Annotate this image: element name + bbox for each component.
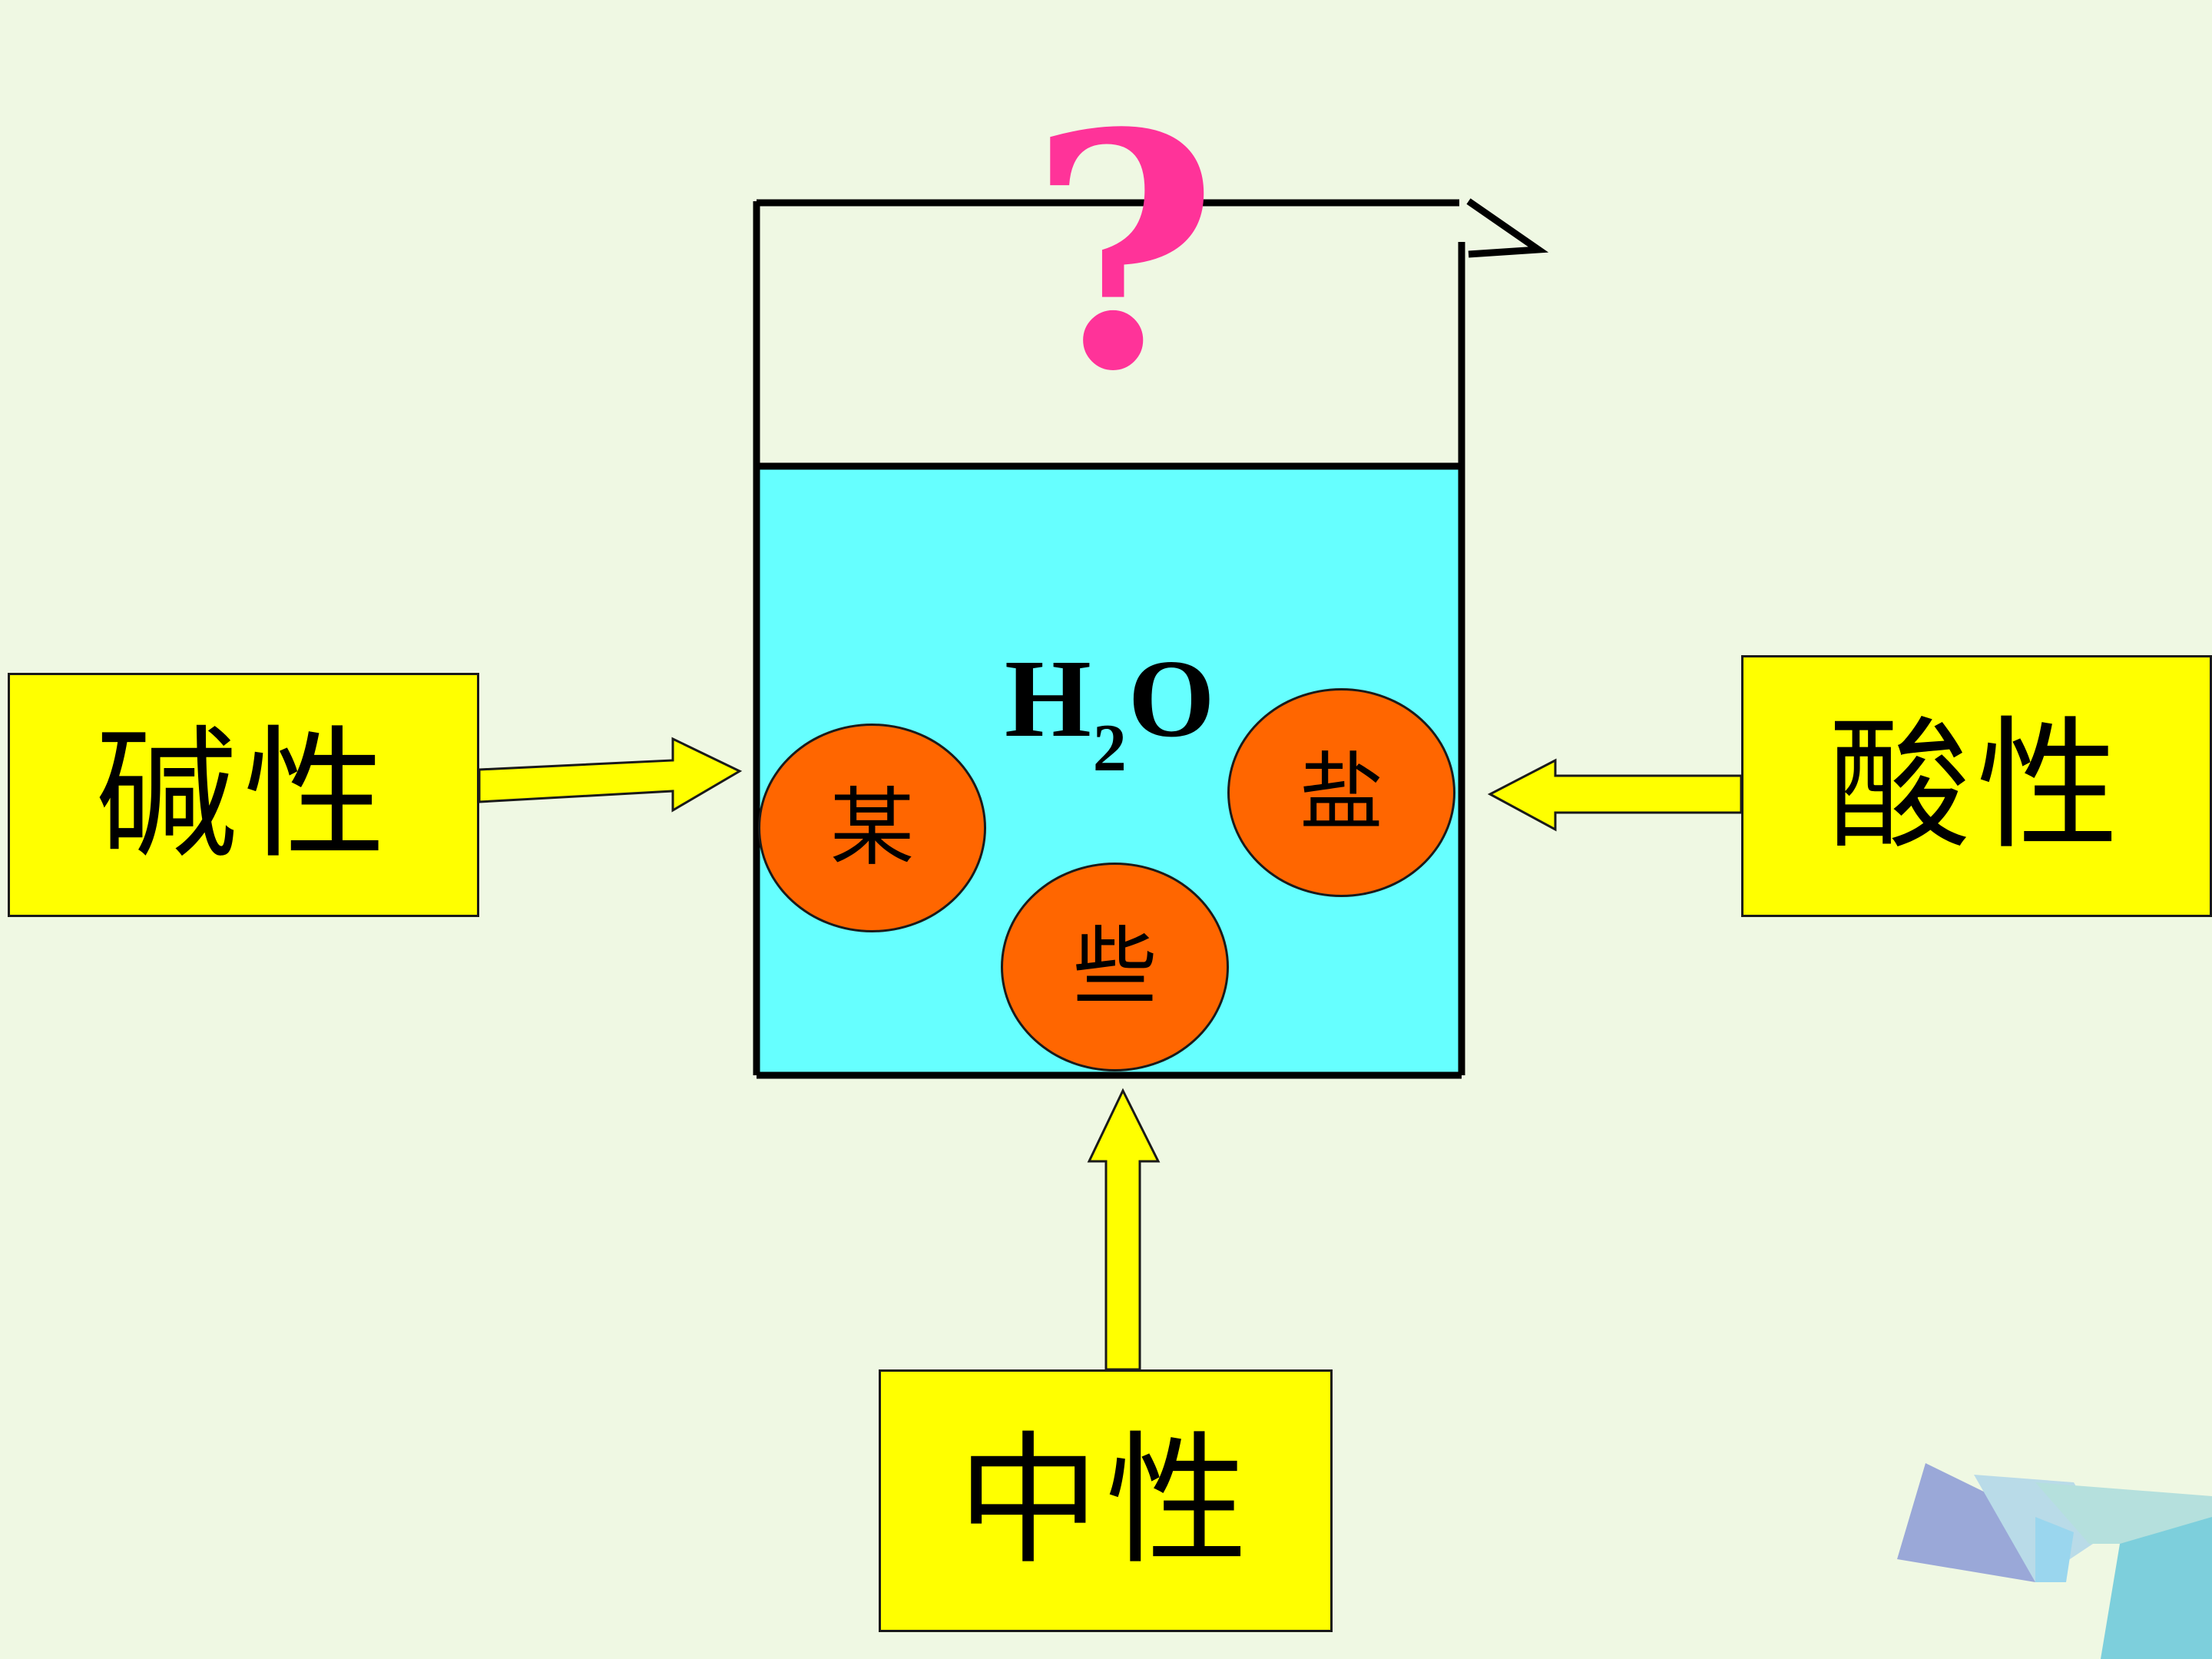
label-box-acidic: 酸性 <box>1741 655 2212 917</box>
particle-label: 盐 <box>1299 743 1384 842</box>
formula-subscript: 2 <box>1092 711 1127 786</box>
label-box-basic: 碱性 <box>8 673 479 917</box>
particle-label: 某 <box>830 779 915 877</box>
label-box-neutral: 中性 <box>879 1369 1333 1632</box>
beaker-outline <box>753 198 1549 1079</box>
label-neutral: 中性 <box>957 1417 1254 1584</box>
arrow-from-neutral <box>1087 1088 1161 1371</box>
particle-mou: 某 <box>758 724 986 932</box>
label-basic: 碱性 <box>95 711 392 878</box>
arrow-from-base <box>478 737 743 813</box>
particle-yan: 盐 <box>1227 688 1455 897</box>
beaker-spout <box>1466 198 1549 258</box>
formula-h: H <box>1005 637 1091 760</box>
question-mark: ? <box>1029 64 1219 442</box>
arrow-from-acid <box>1487 758 1743 832</box>
formula-o: O <box>1128 637 1215 760</box>
water-formula: H2O <box>1005 644 1215 783</box>
particle-xie: 些 <box>1001 863 1229 1071</box>
particle-label: 些 <box>1072 918 1157 1016</box>
decorative-shards <box>1897 1463 2212 1659</box>
label-acidic: 酸性 <box>1828 703 2125 869</box>
